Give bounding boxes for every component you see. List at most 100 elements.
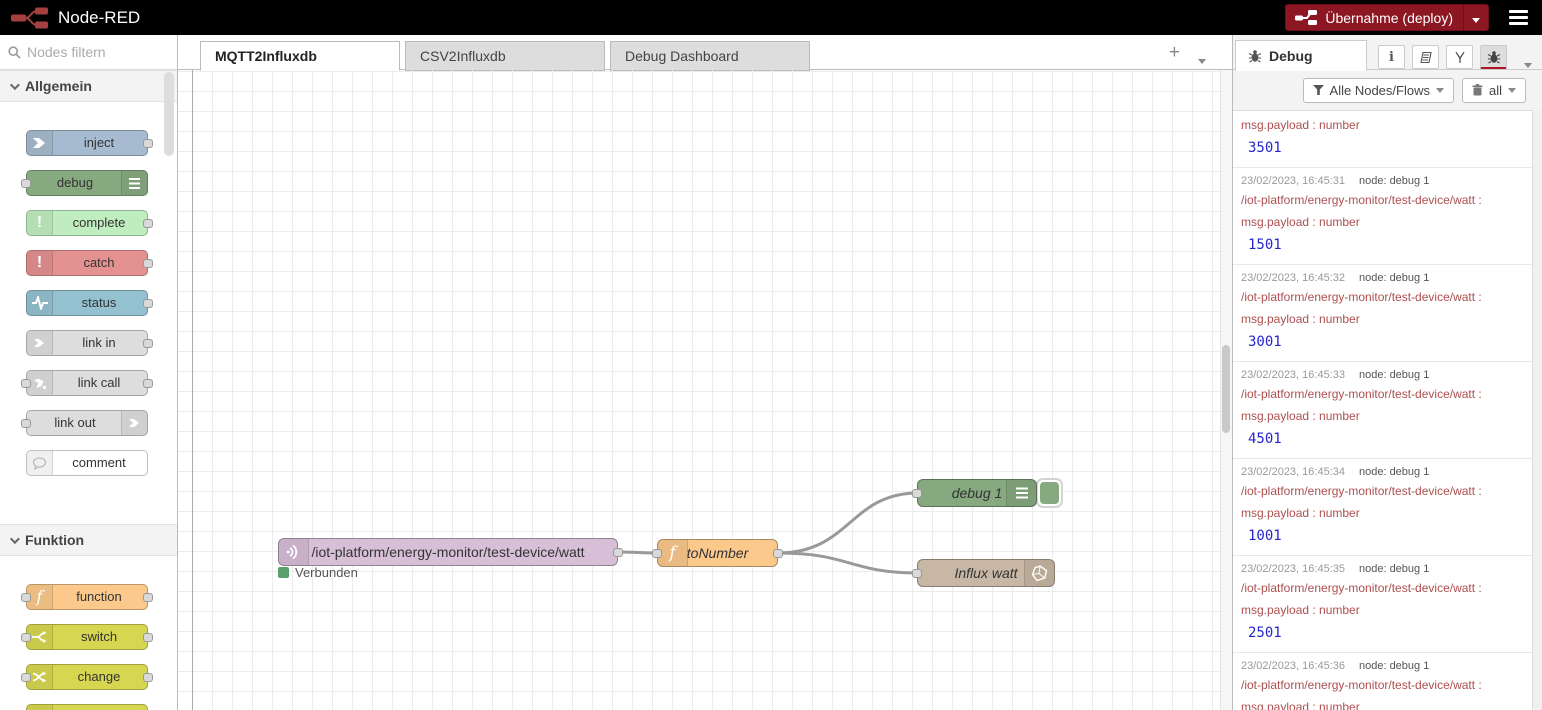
debug-timestamp: 23/02/2023, 16:45:32 — [1241, 272, 1345, 284]
debug-timestamp: 23/02/2023, 16:45:35 — [1241, 563, 1345, 575]
sidebar-tab-debug[interactable]: Debug — [1235, 40, 1367, 71]
influxdb-out-node[interactable]: Influx watt — [912, 559, 1055, 587]
palette-section-allgemein[interactable]: Allgemein — [0, 70, 177, 102]
palette-node-comment[interactable]: comment — [26, 450, 148, 476]
flow-canvas[interactable]: /iot-platform/energy-monitor/test-device… — [178, 70, 1232, 710]
debug-payload-value[interactable]: 3501 — [1248, 140, 1282, 156]
input-port[interactable] — [21, 673, 31, 682]
output-port[interactable] — [143, 299, 153, 308]
function-icon: f — [27, 585, 53, 609]
palette-node-complete[interactable]: complete! — [26, 210, 153, 236]
function-node-label: toNumber — [686, 545, 749, 561]
input-port[interactable] — [21, 419, 31, 428]
bug-icon — [1248, 49, 1262, 63]
add-flow-button[interactable]: + — [1168, 42, 1180, 63]
debug-payload-value[interactable]: 2501 — [1248, 625, 1282, 641]
debug-timestamp: 23/02/2023, 16:45:34 — [1241, 466, 1345, 478]
mqtt-in-node[interactable]: /iot-platform/energy-monitor/test-device… — [278, 538, 623, 566]
function-input-port[interactable] — [652, 549, 662, 558]
palette-node-link-out[interactable]: link out — [21, 410, 148, 436]
flow-tab-debug-dashboard[interactable]: Debug Dashboard — [610, 41, 810, 71]
palette-search-placeholder: Nodes filtern — [27, 44, 106, 60]
mqtt-icon — [279, 539, 309, 565]
palette-node-inject[interactable]: inject — [26, 130, 153, 156]
output-port[interactable] — [143, 673, 153, 682]
list-icon — [121, 171, 147, 195]
input-port[interactable] — [21, 593, 31, 602]
output-port[interactable] — [143, 339, 153, 348]
palette-node-link-in[interactable]: link in — [26, 330, 153, 356]
palette-node-label: switch — [80, 629, 118, 644]
input-port[interactable] — [21, 179, 31, 188]
palette-node-status[interactable]: status — [26, 290, 153, 316]
output-port[interactable] — [143, 593, 153, 602]
debug-payload-value[interactable]: 1001 — [1248, 528, 1282, 544]
debug-clear-button[interactable]: all — [1461, 77, 1526, 103]
deploy-options-caret[interactable] — [1464, 10, 1488, 26]
input-port[interactable] — [21, 379, 31, 388]
link-call-icon — [27, 371, 53, 395]
palette-node-change[interactable]: change — [21, 664, 153, 690]
function-node[interactable]: f toNumber — [652, 539, 783, 567]
canvas-scrollbar-thumb[interactable] — [1222, 345, 1230, 433]
influx-input-port[interactable] — [912, 569, 922, 578]
palette-node-label: change — [77, 669, 121, 684]
debug-scrollbar[interactable] — [1532, 110, 1542, 710]
palette-section-funktion[interactable]: Funktion — [0, 524, 177, 556]
function-output-port[interactable] — [773, 549, 783, 558]
palette-node-catch[interactable]: catch! — [26, 250, 153, 276]
switch-icon — [27, 625, 53, 649]
flow-list-caret[interactable] — [1198, 51, 1206, 69]
sidebar-tab-debug-icon-button[interactable] — [1480, 45, 1507, 69]
debug-topic: /iot-platform/energy-monitor/test-device… — [1241, 387, 1482, 401]
palette-node-link-call[interactable]: link call — [21, 370, 153, 396]
debug-source-node: node: debug 1 — [1358, 660, 1430, 672]
output-port[interactable] — [143, 219, 153, 228]
debug-enable-toggle[interactable] — [1036, 478, 1063, 508]
deploy-label: Übernahme (deploy) — [1325, 9, 1453, 26]
canvas-scrollbar[interactable] — [1220, 70, 1232, 710]
flow-wires — [617, 491, 919, 575]
output-port[interactable] — [143, 259, 153, 268]
main-menu-button[interactable] — [1505, 6, 1532, 29]
sidebar-tab-bar: Debug i — [1233, 35, 1542, 73]
debug-payload-value[interactable]: 4501 — [1248, 431, 1282, 447]
palette-node-range[interactable]: range — [26, 704, 148, 710]
palette-node-debug[interactable]: debug — [21, 170, 148, 196]
debug-node[interactable]: debug 1 — [912, 479, 1037, 507]
output-port[interactable] — [143, 633, 153, 642]
output-port[interactable] — [143, 139, 153, 148]
sidebar-tab-config[interactable] — [1446, 45, 1473, 69]
debug-input-port[interactable] — [912, 489, 922, 498]
branch-icon — [1454, 51, 1466, 64]
input-port[interactable] — [21, 633, 31, 642]
sidebar-tab-help[interactable] — [1412, 45, 1439, 69]
debug-payload-type: msg.payload : number — [1241, 603, 1360, 617]
palette-node-switch[interactable]: switch — [21, 624, 153, 650]
debug-payload-value[interactable]: 1501 — [1248, 237, 1282, 253]
sidebar-tab-info[interactable]: i — [1378, 45, 1405, 69]
flow-tab-mqtt2influxdb[interactable]: MQTT2Influxdb — [200, 41, 400, 71]
debug-payload-type: msg.payload : number — [1241, 215, 1360, 229]
status-dot — [278, 567, 289, 578]
deploy-button[interactable]: Übernahme (deploy) — [1285, 4, 1489, 31]
flow-tab-csv2influxdb[interactable]: CSV2Influxdb — [405, 41, 605, 71]
palette-search-input[interactable]: Nodes filtern — [0, 35, 177, 70]
mqtt-output-port[interactable] — [613, 548, 623, 557]
palette-scrollbar-thumb[interactable] — [164, 72, 174, 156]
debug-payload-value[interactable]: 3001 — [1248, 334, 1282, 350]
sidebar-options-caret[interactable] — [1524, 55, 1532, 73]
output-port[interactable] — [143, 379, 153, 388]
debug-timestamp: 23/02/2023, 16:45:33 — [1241, 369, 1345, 381]
debug-filter-button[interactable]: Alle Nodes/Flows — [1302, 77, 1454, 103]
